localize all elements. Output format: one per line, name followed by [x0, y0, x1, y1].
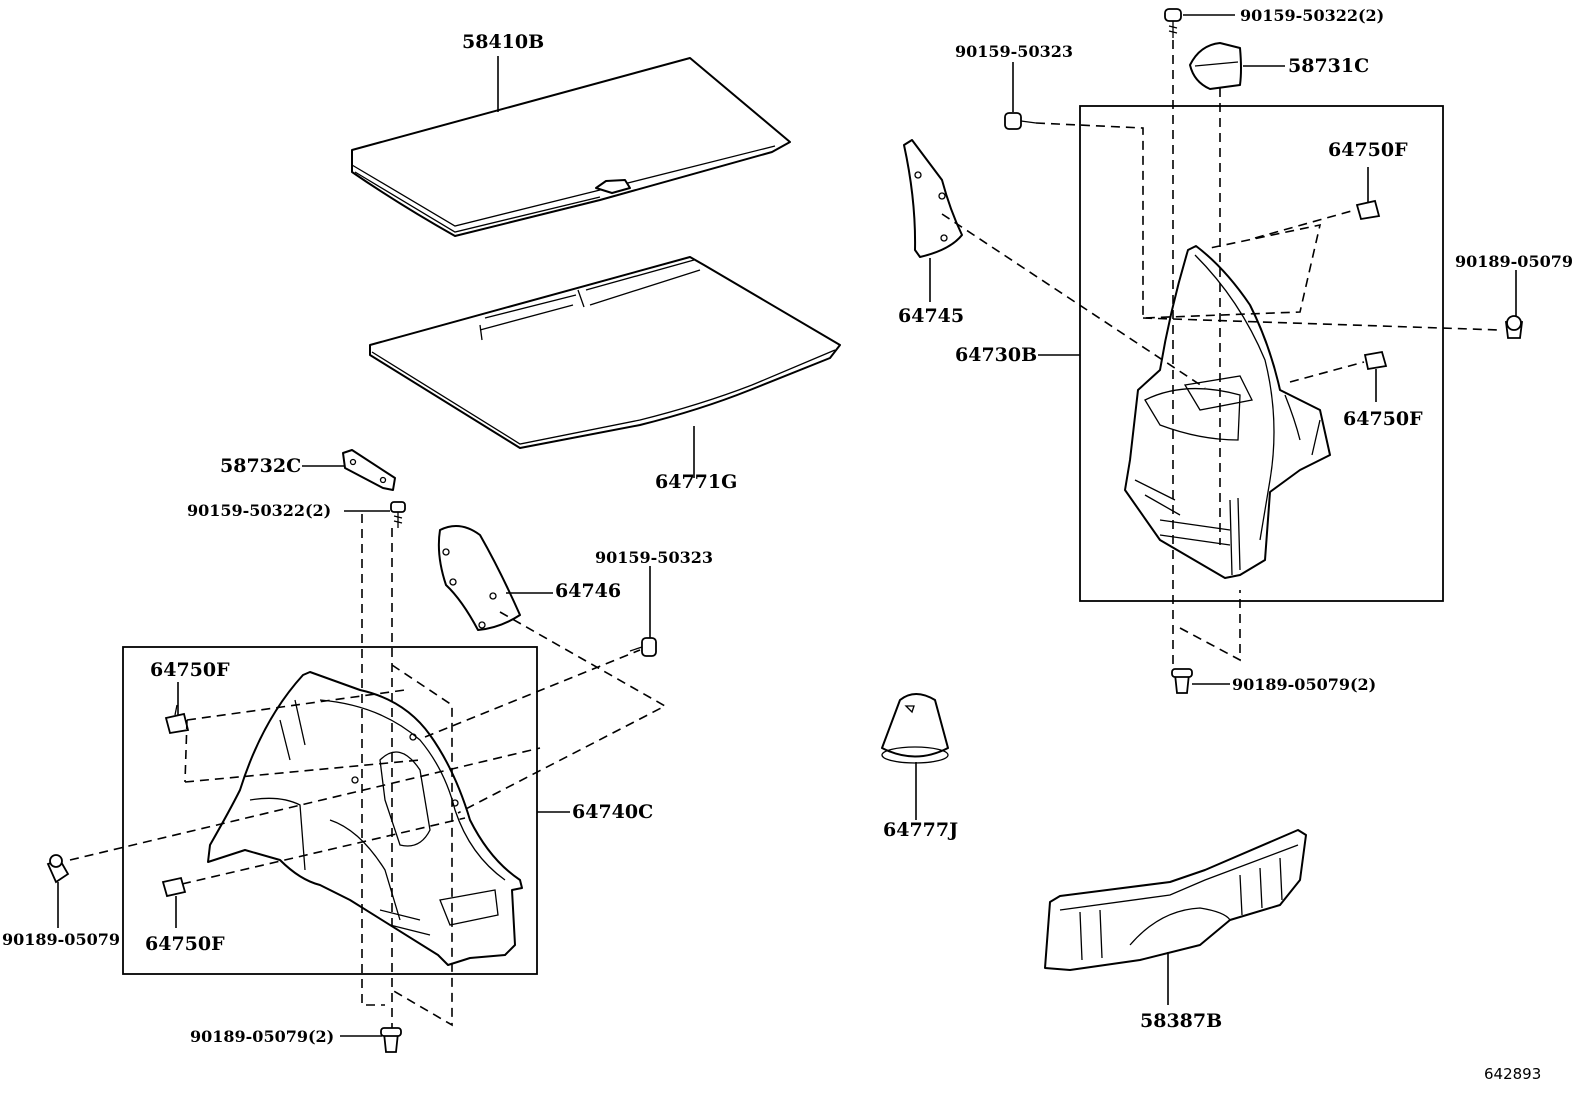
part-58410b-cover: [351, 57, 791, 237]
callout-64750f-left-top: 64750F: [150, 659, 230, 681]
clip-64750f-right-mid: [1363, 350, 1388, 371]
callout-58410b: 58410B: [462, 31, 544, 53]
part-64740c-side-trim: [207, 671, 523, 966]
callout-58732c: 58732C: [220, 455, 301, 477]
callout-90159-50322-left: 90159-50322(2): [187, 501, 331, 520]
callout-58731c: 58731C: [1288, 55, 1369, 77]
clip-64750f-right-top: [1355, 199, 1381, 221]
frame-64730b: [1079, 105, 1444, 602]
callout-90159-50323-right: 90159-50323: [955, 42, 1073, 61]
part-58731c-cap: [1189, 42, 1242, 90]
callout-64750f-right-mid: 64750F: [1343, 408, 1423, 430]
frame-64740c: [122, 646, 538, 975]
callout-64771g: 64771G: [655, 471, 737, 493]
callout-90189-05079-right-bottom: 90189-05079(2): [1232, 675, 1376, 694]
clip-64750f-left-bottom: [161, 876, 187, 898]
fastener-90189-05079-right-bottom: [1171, 668, 1193, 694]
part-64746-cover: [437, 525, 521, 631]
callout-64740c: 64740C: [572, 801, 653, 823]
screw-90159-50323-right: [1004, 112, 1037, 130]
dashed-guides-right: [941, 40, 1501, 668]
screw-90159-50322-right: [1164, 8, 1182, 38]
part-64777j-bumper: [881, 693, 949, 764]
callout-90189-05079-left: 90189-05079: [2, 930, 120, 949]
callout-90189-05079-right: 90189-05079: [1455, 252, 1573, 271]
callout-90159-50322-right: 90159-50322(2): [1240, 6, 1384, 25]
callout-labels: 58410B 64771G 58732C 90159-50322(2) 6474…: [2, 6, 1573, 1083]
part-58387b-scuff-plate: [1044, 829, 1307, 971]
part-58732c-bracket: [342, 449, 396, 491]
fastener-90189-05079-left: [46, 854, 70, 884]
dashed-guides-left: [69, 514, 667, 1028]
part-64745-cover: [903, 139, 963, 258]
part-64730b-side-trim: [1124, 245, 1331, 579]
callout-64746: 64746: [555, 580, 621, 602]
clip-64750f-left-top: [164, 704, 190, 735]
callout-90189-05079-bottom: 90189-05079(2): [190, 1027, 334, 1046]
callout-64750f-right-top: 64750F: [1328, 139, 1408, 161]
fastener-90189-05079-right: [1504, 315, 1524, 339]
part-64771g-panel: [369, 256, 841, 449]
callout-64745: 64745: [898, 305, 964, 327]
callout-58387b: 58387B: [1140, 1010, 1222, 1032]
screw-90159-50323-left: [629, 637, 657, 657]
callout-64730b: 64730B: [955, 344, 1037, 366]
diagram-id: 642893: [1484, 1065, 1541, 1083]
callout-64777j: 64777J: [883, 819, 958, 841]
callout-90159-50323-left: 90159-50323: [595, 548, 713, 567]
callout-64750f-left-bottom: 64750F: [145, 933, 225, 955]
fastener-90189-05079-bottom: [380, 1027, 402, 1053]
screw-90159-50322-left: [390, 501, 406, 528]
